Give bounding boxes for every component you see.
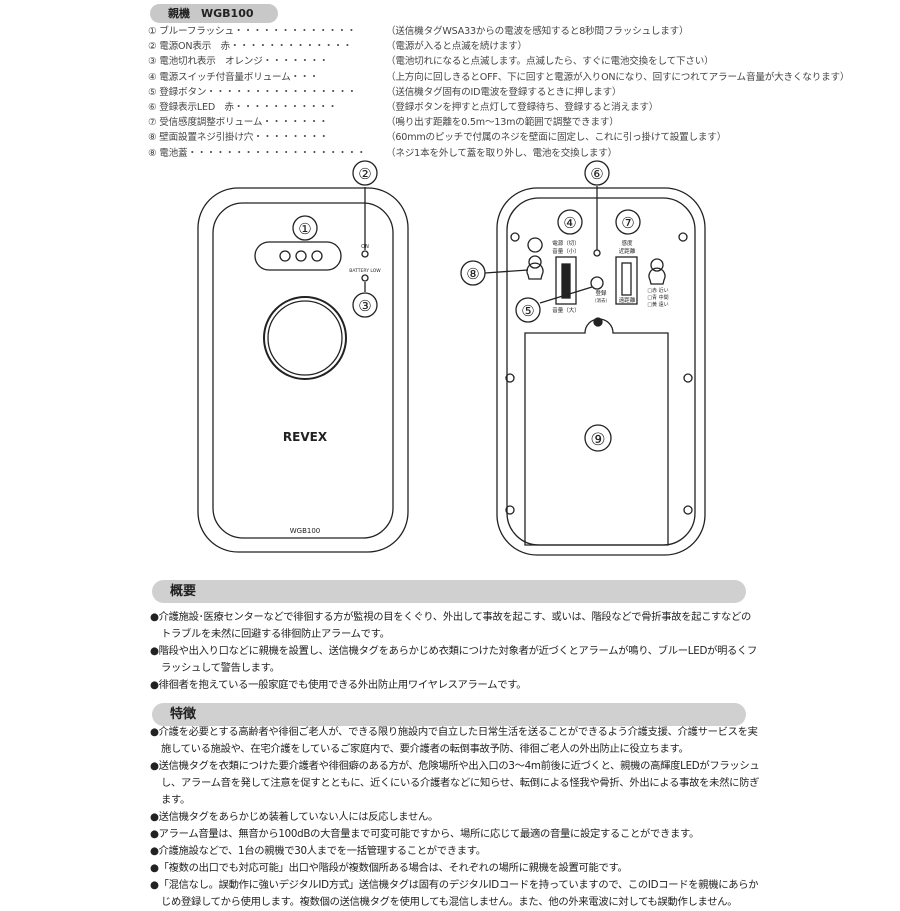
feature-item: ●介護施設などで、1台の親機で30人までを一括管理することができます。 — [150, 845, 486, 857]
legend-red: □赤 近い — [647, 287, 668, 294]
part-item: ⑦ 受信感度調整ボリューム・・・・・・・ （鳴り出す距離を0.5m～13mの範囲で… — [148, 115, 849, 130]
part-item: ② 電源ON表示 赤・・・・・・・・・・・・・ （電源が入ると点滅を続けます） — [148, 39, 849, 54]
volume-min-label: 音量（小） — [552, 247, 580, 255]
feature-item: ●送信機タグを衣類につけた要介護者や徘徊癖のある方が、危険場所や出入口の3～4m… — [150, 760, 760, 806]
part-name: 登録ボタン・・・・・・・・・・・・・・・・ — [159, 86, 357, 98]
part-item: ④ 電源スイッチ付音量ボリューム・・・ （上方向に回しきるとOFF、下に回すと電源… — [148, 70, 849, 85]
part-desc: （60mmのピッチで付属のネジを壁面に固定し、これに引っ掛けて設置します） — [386, 132, 727, 144]
battery-label: BATTERY LOW — [349, 268, 381, 274]
part-item: ⑧ 壁面設置ネジ引掛け穴・・・・・・・・ （60mmのピッチで付属のネジを壁面に固… — [148, 130, 849, 145]
part-name: ブルーフラッシュ・・・・・・・・・・・・・ — [159, 26, 356, 37]
model-tag: 親機 WGB100 — [150, 4, 278, 23]
device-diagram: ① ② ③ ON BATTERY LOW REVEX WGB100 ④ ⑤ ⑥ … — [197, 160, 706, 556]
part-number: ⑥ — [148, 101, 157, 113]
register-led — [593, 249, 601, 257]
part-name: 受信感度調整ボリューム・・・・・・・ — [159, 117, 329, 129]
features-heading: 特徴 — [152, 703, 746, 726]
feature-item: ●介護を必要とする高齢者や徘徊ご老人が、できる限り施設内で自立した日常生活を送る… — [150, 726, 758, 755]
part-item: ⑤ 登録ボタン・・・・・・・・・・・・・・・・ （送信機タグ固有のID電波を登録す… — [148, 85, 849, 100]
feature-item: ●送信機タグをあらかじめ装着していない人には反応しません。 — [150, 811, 438, 823]
power-label: 電源（切） — [552, 239, 580, 247]
part-name: 電池蓋・・・・・・・・・・・・・・・・・・・ — [159, 147, 366, 159]
part-desc: （電池切れになると点滅します。点滅したら、すぐに電池交換をして下さい） — [386, 56, 714, 68]
callout-1: ① — [298, 220, 311, 238]
feature-item: ●「混信なし。誤動作に強いデジタルID方式」送信機タグは固有のデジタルIDコード… — [150, 879, 759, 908]
part-name: 電源スイッチ付音量ボリューム・・・ — [159, 71, 319, 83]
part-name: 電源ON表示 赤・・・・・・・・・・・・・ — [159, 41, 353, 53]
brand-logo: REVEX — [283, 430, 328, 444]
overview-item: ●徘徊者を抱えている一般家庭でも使用できる外出防止用ワイヤレスアラームです。 — [150, 679, 527, 691]
part-desc: （送信機タグWSA33からの電波を感知すると8秒間フラッシュします） — [386, 26, 689, 37]
part-number: ⑦ — [148, 117, 157, 129]
part-number: ④ — [148, 71, 157, 83]
features-list: ●介護を必要とする高齢者や徘徊ご老人が、できる限り施設内で自立した日常生活を送る… — [150, 724, 760, 911]
overview-heading: 概要 — [152, 580, 746, 603]
callout-4: ④ — [563, 214, 576, 232]
callout-8: ⑧ — [466, 265, 479, 283]
back-device — [460, 160, 706, 556]
part-desc: （ネジ1本を外して蓋を取り外し、電池を交換します） — [386, 147, 618, 159]
model-label: WGB100 — [290, 527, 321, 535]
callout-6: ⑥ — [590, 165, 603, 183]
part-name: 電池切れ表示 オレンジ・・・・・・・ — [159, 56, 329, 68]
callout-2: ② — [358, 165, 371, 183]
legend-yellow: □黄 遠い — [647, 301, 668, 308]
callout-5: ⑤ — [521, 302, 534, 320]
battery-cover — [524, 318, 669, 546]
feature-item: ●アラーム音量は、無音から100dBの大音量まで可変可能ですから、場所に応じて最… — [150, 828, 699, 840]
callout-3: ③ — [358, 297, 371, 315]
on-label: ON — [361, 244, 369, 250]
volume-max-label: 音量（大） — [552, 306, 580, 314]
register-label: 登録 — [595, 289, 607, 297]
part-item: ③ 電池切れ表示 オレンジ・・・・・・・ （電池切れになると点滅します。点滅したら… — [148, 54, 849, 69]
parts-list: ① ブルーフラッシュ・・・・・・・・・・・・・ （送信機タグWSA33からの電波を… — [148, 24, 849, 161]
far-label: 遠距離 — [619, 296, 636, 304]
callout-9: ⑨ — [590, 430, 605, 450]
callout-7: ⑦ — [621, 214, 634, 232]
part-item: ⑥ 登録表示LED 赤・・・・・・・・・・・ （登録ボタンを押すと点灯して登録待ち… — [148, 100, 849, 115]
near-label: 近距離 — [619, 247, 636, 255]
part-name: 登録表示LED 赤・・・・・・・・・・・ — [159, 101, 338, 113]
sensitivity-label: 感度 — [621, 239, 633, 247]
erase-label: （消去） — [592, 297, 610, 304]
on-led — [361, 250, 369, 258]
overview-item: ●階段や出入り口などに親機を設置し、送信機タグをあらかじめ衣類につけた対象者が近… — [150, 645, 758, 674]
overview-item: ●介護施設･医療センターなどで徘徊する方が監視の目をくぐり、外出して事故を起こす… — [150, 611, 751, 640]
part-desc: （電源が入ると点滅を続けます） — [386, 41, 527, 53]
part-name: 壁面設置ネジ引掛け穴・・・・・・・・ — [159, 132, 329, 144]
front-device — [197, 160, 409, 553]
part-desc: （上方向に回しきるとOFF、下に回すと電源が入りONになり、回すにつれてアラーム… — [386, 71, 850, 83]
part-item: ⑧ 電池蓋・・・・・・・・・・・・・・・・・・・ （ネジ1本を外して蓋を取り外し、… — [148, 146, 849, 161]
battery-led — [361, 274, 369, 282]
overview-list: ●介護施設･医療センターなどで徘徊する方が監視の目をくぐり、外出して事故を起こす… — [150, 609, 760, 694]
part-number: ③ — [148, 56, 157, 68]
register-button — [590, 276, 604, 290]
part-item: ① ブルーフラッシュ・・・・・・・・・・・・・ （送信機タグWSA33からの電波を… — [148, 24, 849, 39]
part-number: ① — [148, 26, 157, 37]
part-number: ⑧ — [148, 147, 157, 159]
part-desc: （鳴り出す距離を0.5m～13mの範囲で調整できます） — [386, 117, 619, 129]
legend-blue: □青 中間 — [647, 294, 668, 301]
blue-flash-panel — [254, 241, 342, 271]
part-number: ② — [148, 41, 157, 53]
part-number: ⑤ — [148, 86, 157, 98]
part-desc: （送信機タグ固有のID電波を登録するときに押します） — [386, 86, 622, 98]
part-number: ⑧ — [148, 132, 157, 144]
feature-item: ●「複数の出口でも対応可能」出口や階段が複数個所ある場合は、それぞれの場所に親機… — [150, 862, 628, 874]
part-desc: （登録ボタンを押すと点灯して登録待ち、登録すると消えます） — [386, 101, 659, 113]
